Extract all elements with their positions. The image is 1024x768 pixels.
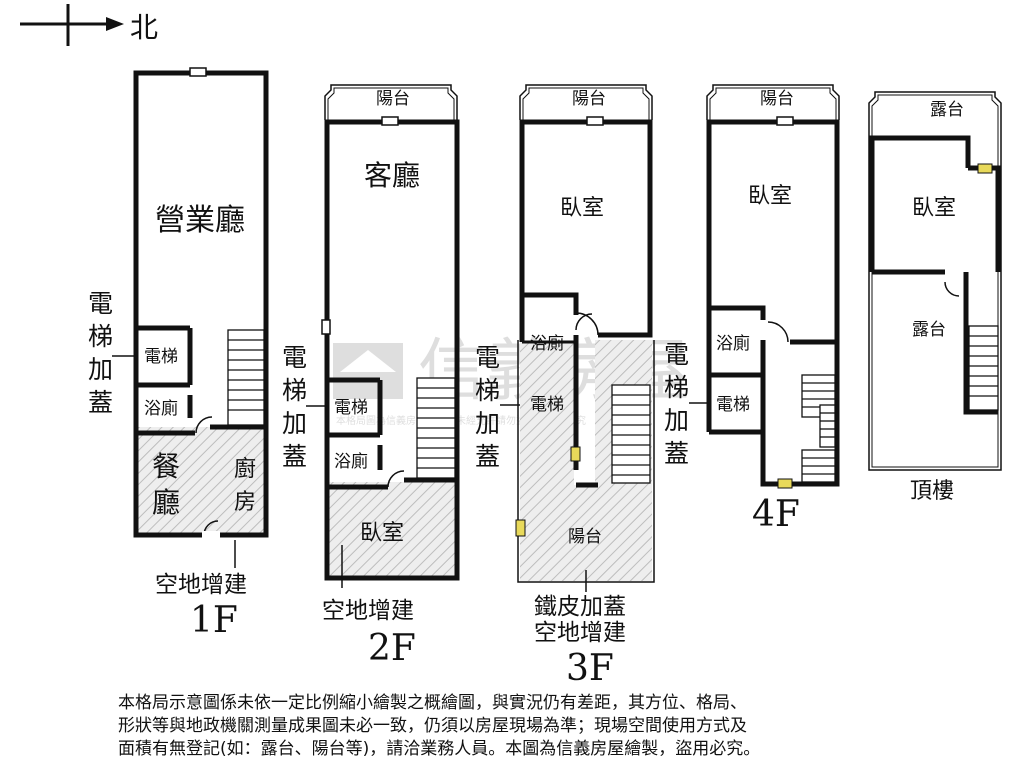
floor-4f-outline — [706, 119, 840, 432]
window-icon — [977, 163, 993, 174]
disclaimer: 本格局示意圖係未依一定比例縮小繪製之概繪圖，與實況仍有差距，其方位、格局、 形狀… — [118, 692, 918, 761]
floor-3f-outline — [519, 119, 653, 338]
svg-text:梯: 梯 — [664, 373, 689, 402]
door-swing-icon — [767, 321, 789, 343]
room-bath: 浴廁 — [334, 451, 368, 472]
disclaimer-line-2: 形狀等與地政機關測量成果圖未必一致，仍須以房屋現場為準；現場空間使用方式及 — [118, 716, 747, 736]
room-bedroom: 臥室 — [360, 521, 404, 546]
room-balcony: 陽台 — [760, 89, 794, 109]
floor-4f: 陽台 臥室 浴廁 電梯 電 梯 加 蓋 4F — [664, 84, 840, 535]
room-dining: 餐 廳 — [152, 450, 180, 519]
note-ground-addition: 空地增建 — [322, 598, 414, 624]
window-icon — [381, 116, 399, 126]
staircase — [416, 377, 456, 479]
svg-text:加: 加 — [664, 406, 689, 435]
staircase — [611, 384, 651, 484]
svg-text:電: 電 — [282, 343, 307, 372]
floor-1f: 營業廳 電梯 浴廁 餐 廳 廚 房 電 梯 加 蓋 空地增建 1F — [88, 67, 269, 641]
window-icon — [189, 67, 207, 77]
svg-text:房: 房 — [234, 490, 256, 515]
room-balcony-bottom: 陽台 — [568, 527, 602, 547]
svg-text:加: 加 — [282, 409, 307, 438]
svg-text:電: 電 — [664, 340, 689, 369]
room-bath: 浴廁 — [716, 333, 750, 354]
svg-text:電: 電 — [475, 343, 500, 372]
staircase — [227, 329, 265, 426]
window-icon — [777, 478, 793, 489]
svg-text:餐: 餐 — [152, 450, 180, 483]
floor-roof: 露台 臥室 露台 頂樓 — [868, 91, 1002, 504]
north-arrow-icon — [20, 4, 124, 46]
note-steel-roof: 鐵皮加蓋 — [534, 594, 626, 620]
room-elevator: 電梯 — [530, 395, 564, 415]
door-swing-icon — [387, 470, 405, 488]
floor-label-3f: 3F — [566, 648, 614, 689]
disclaimer-line-3: 面積有無登記(如：露台、陽台等)，請洽業務人員。本圖為信義房屋繪製，盜用必究。 — [118, 739, 761, 759]
note-ground-addition: 空地增建 — [534, 620, 626, 646]
floor-3f: 陽台 臥室 浴廁 電梯 陽台 電 梯 加 蓋 — [475, 84, 655, 689]
note-elevator-addition: 電 梯 加 蓋 — [475, 343, 520, 471]
window-icon — [586, 116, 604, 126]
svg-text:蓋: 蓋 — [282, 442, 307, 471]
room-balcony-top: 陽台 — [572, 89, 606, 109]
staircase — [968, 325, 999, 411]
room-bedroom: 臥室 — [912, 196, 956, 221]
svg-text:梯: 梯 — [475, 376, 500, 405]
room-elevator: 電梯 — [716, 395, 750, 415]
note-ground-addition: 空地增建 — [155, 572, 247, 598]
floor-label-4f: 4F — [752, 494, 800, 535]
window-icon — [321, 319, 331, 335]
room-bath: 浴廁 — [144, 398, 178, 419]
roof-bedroom-outline — [869, 135, 971, 272]
window-icon — [776, 116, 794, 126]
window-icon — [570, 446, 581, 462]
door-swing-icon — [944, 281, 960, 297]
room-business-hall: 營業廳 — [155, 203, 245, 238]
dining-kitchen-extension — [136, 427, 266, 535]
room-elevator: 電梯 — [334, 398, 368, 418]
terrace-outline — [868, 91, 1002, 471]
svg-text:電: 電 — [88, 289, 113, 318]
svg-text:蓋: 蓋 — [475, 442, 500, 471]
note-elevator-addition: 電 梯 加 蓋 — [88, 289, 136, 417]
svg-text:蓋: 蓋 — [88, 388, 113, 417]
svg-text:梯: 梯 — [282, 376, 307, 405]
svg-text:加: 加 — [475, 409, 500, 438]
svg-text:廚: 廚 — [234, 457, 256, 482]
room-bedroom: 臥室 — [560, 196, 604, 221]
room-balcony: 陽台 — [376, 89, 410, 109]
floor-label-1f: 1F — [190, 600, 238, 641]
balcony-outline — [519, 84, 653, 120]
balcony-extension — [520, 485, 652, 581]
note-elevator-addition: 電 梯 加 蓋 — [664, 340, 709, 468]
staircase — [801, 374, 836, 483]
svg-text:廳: 廳 — [152, 486, 180, 519]
floor-label-2f: 2F — [368, 628, 416, 669]
balcony-outline — [706, 84, 840, 120]
room-bedroom: 臥室 — [748, 184, 792, 209]
room-terrace-mid: 露台 — [912, 320, 946, 340]
door-swing-icon — [195, 416, 213, 434]
room-elevator: 電梯 — [144, 347, 178, 367]
balcony-outline — [324, 84, 458, 120]
room-terrace-top: 露台 — [930, 100, 964, 120]
window-icon — [515, 519, 526, 537]
bedroom-extension — [327, 482, 457, 578]
room-bath: 浴廁 — [530, 333, 564, 354]
svg-text:加: 加 — [88, 355, 113, 384]
room-kitchen: 廚 房 — [234, 457, 256, 515]
floor-label-roof: 頂樓 — [910, 479, 954, 504]
disclaimer-line-1: 本格局示意圖係未依一定比例縮小繪製之概繪圖，與實況仍有差距，其方位、格局、 — [118, 693, 747, 713]
door-swing-icon — [575, 313, 593, 331]
floor-2f: 陽台 客廳 電梯 浴廁 臥室 電 梯 加 蓋 空地增建 — [282, 84, 460, 669]
svg-text:蓋: 蓋 — [664, 439, 689, 468]
north-label: 北 — [130, 11, 158, 44]
note-elevator-addition: 電 梯 加 蓋 — [282, 343, 327, 471]
room-living: 客廳 — [364, 159, 420, 192]
svg-text:梯: 梯 — [88, 322, 113, 351]
